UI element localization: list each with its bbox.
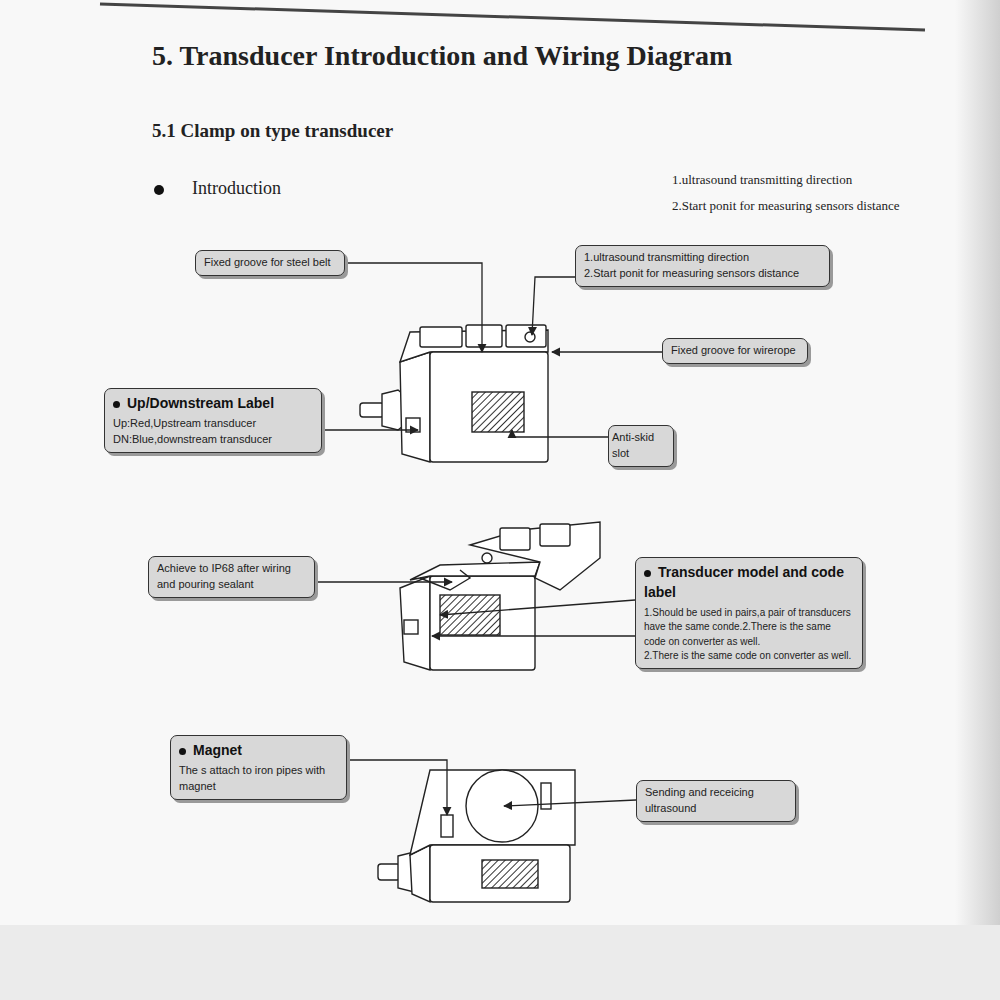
callout-box: MagnetThe s attach to iron pipes with ma…	[170, 735, 347, 800]
page-rule	[100, 4, 925, 30]
callout-text: 2.There is the same code on converter as…	[644, 649, 854, 664]
callout-text: 2.Start ponit for measuring sensors dist…	[584, 266, 821, 282]
callout-text: Anti-skid slot	[612, 430, 670, 462]
callout-box: Fixed groove for wirerope	[662, 338, 808, 364]
callout-text: Sending and receicing ultrasound	[645, 785, 787, 817]
bullet	[154, 185, 164, 195]
note-line: 1.ultrasound transmitting direction	[672, 172, 852, 188]
callout-text: 1.ultrasound transmitting direction	[584, 250, 821, 266]
callout-text: Fixed groove for steel belt	[204, 255, 336, 271]
background-strip	[0, 925, 1000, 1000]
callout-box: 1.ultrasound transmitting direction2.Sta…	[575, 245, 830, 287]
transducer-open	[400, 522, 600, 670]
note-line: 2.Start ponit for measuring sensors dist…	[672, 198, 899, 214]
callout-text: Achieve to IP68 after wiring and pouring…	[157, 561, 306, 593]
transducer-bottom	[378, 770, 575, 902]
callout-text: The s attach to iron pipes with magnet	[179, 763, 338, 795]
transducer-top	[360, 325, 548, 462]
leader-lines	[315, 263, 662, 815]
callout-box: Up/Downstream LabelUp:Red,Upstream trans…	[104, 388, 322, 453]
callout-box: Achieve to IP68 after wiring and pouring…	[148, 556, 315, 598]
callout-box: Sending and receicing ultrasound	[636, 780, 796, 822]
bullet-item: Introduction	[192, 178, 281, 199]
callout-heading: Transducer model and code label	[644, 562, 854, 603]
callout-box: Fixed groove for steel belt	[195, 250, 345, 276]
page-title: 5. Transducer Introduction and Wiring Di…	[152, 40, 732, 72]
callout-box: Transducer model and code label1.Should …	[635, 557, 863, 669]
section-heading: 5.1 Clamp on type transducer	[152, 120, 393, 142]
callout-heading: Magnet	[179, 740, 338, 760]
page-curl	[955, 0, 1000, 1000]
callout-text: Up:Red,Upstream transducer	[113, 416, 313, 432]
callout-text: DN:Blue,downstream transducer	[113, 432, 313, 448]
callout-text: 1.Should be used in pairs,a pair of tran…	[644, 606, 854, 650]
callout-text: Fixed groove for wirerope	[671, 343, 799, 359]
callout-box: Anti-skid slot	[608, 425, 674, 467]
callout-heading: Up/Downstream Label	[113, 393, 313, 413]
